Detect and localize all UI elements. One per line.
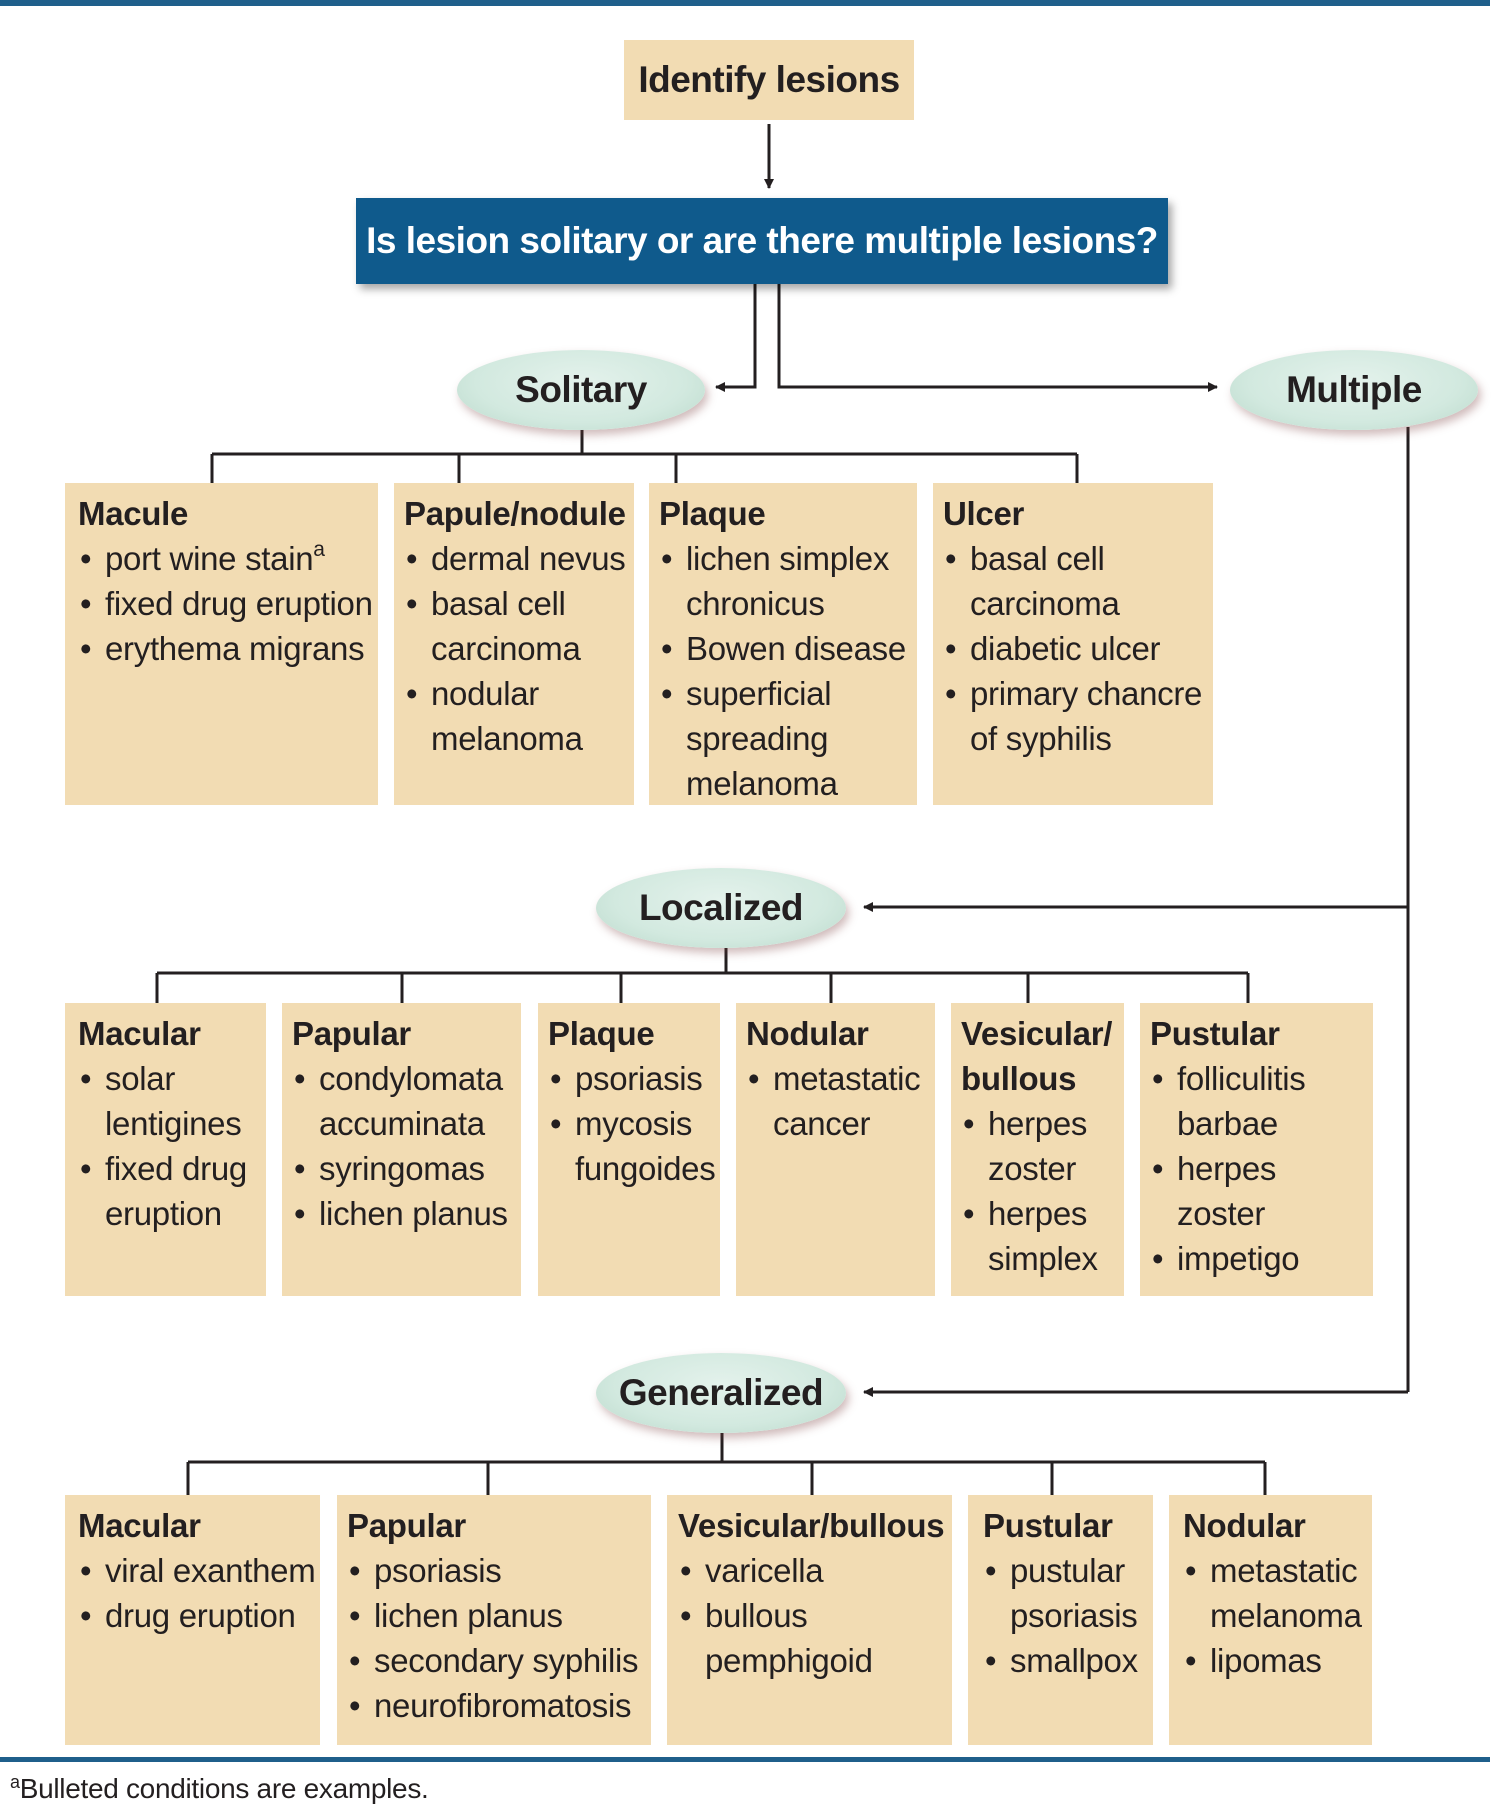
example-list: psoriasis mycosis fungoides	[548, 1056, 720, 1191]
localized-vesicular-bullous-box: Vesicular/ bullous herpes zoster herpes …	[951, 1003, 1124, 1296]
list-item: metastatic cancer	[746, 1056, 935, 1146]
list-item: herpes zoster	[961, 1101, 1120, 1191]
list-item: drug eruption	[78, 1593, 320, 1638]
list-item: viral exanthem	[78, 1548, 320, 1593]
box-title: Macular	[78, 1507, 201, 1544]
list-item: pustular psoriasis	[983, 1548, 1153, 1638]
list-item: secondary syphilis	[347, 1638, 651, 1683]
example-list: viral exanthem drug eruption	[78, 1548, 320, 1638]
example-list: folliculitis barbae herpes zoster impeti…	[1150, 1056, 1373, 1281]
example-list: herpes zoster herpes simplex	[961, 1101, 1120, 1281]
box-title: Papule/nodule	[404, 495, 626, 532]
example-list: lichen simplex chronicus Bowen disease s…	[659, 536, 917, 806]
solitary-or-multiple-question: Is lesion solitary or are there multiple…	[356, 198, 1168, 284]
footnote: aBulleted conditions are examples.	[10, 1773, 429, 1805]
footnote-marker: a	[313, 538, 325, 561]
solitary-node: Solitary	[457, 350, 705, 430]
solitary-plaque-box: Plaque lichen simplex chronicus Bowen di…	[649, 483, 917, 805]
list-item: nodular melanoma	[404, 671, 634, 761]
example-list: pustular psoriasis smallpox	[983, 1548, 1153, 1683]
example-list: basal cell carcinoma diabetic ulcer prim…	[943, 536, 1213, 761]
bottom-rule	[0, 1757, 1490, 1762]
identify-lesions-box: Identify lesions	[624, 40, 914, 120]
list-item: smallpox	[983, 1638, 1153, 1683]
list-item: herpes simplex	[961, 1191, 1120, 1281]
list-item: erythema migrans	[78, 626, 378, 671]
list-item: dermal nevus	[404, 536, 634, 581]
box-title: Macular	[78, 1015, 201, 1052]
list-item: fixed drug eruption	[78, 581, 378, 626]
list-item: lichen planus	[347, 1593, 651, 1638]
example-list: psoriasis lichen planus secondary syphil…	[347, 1548, 651, 1728]
box-title: Macule	[78, 495, 189, 532]
list-item: varicella	[678, 1548, 952, 1593]
list-item: condylomata accuminata	[292, 1056, 521, 1146]
generalized-node: Generalized	[596, 1353, 846, 1433]
top-rule	[0, 0, 1490, 6]
footnote-marker: a	[10, 1772, 20, 1792]
list-item: impetigo	[1150, 1236, 1373, 1281]
box-title: Papular	[347, 1507, 466, 1544]
localized-papular-box: Papular condylomata accuminata syringoma…	[282, 1003, 521, 1296]
footnote-text: Bulleted conditions are examples.	[19, 1773, 429, 1804]
box-title: Nodular	[746, 1015, 869, 1052]
generalized-nodular-box: Nodular metastatic melanoma lipomas	[1169, 1495, 1372, 1745]
localized-node: Localized	[596, 868, 846, 948]
box-title: Pustular	[1150, 1015, 1280, 1052]
list-item: superficial spreading melanoma	[659, 671, 917, 806]
list-item: metastatic melanoma	[1183, 1548, 1372, 1638]
localized-nodular-box: Nodular metastatic cancer	[736, 1003, 935, 1296]
list-item: Bowen disease	[659, 626, 917, 671]
solitary-macule-box: Macule port wine staina fixed drug erupt…	[65, 483, 378, 805]
arrow-to-solitary	[715, 284, 757, 392]
list-item: basal cell carcinoma	[943, 536, 1213, 626]
list-item: syringomas	[292, 1146, 521, 1191]
multiple-node: Multiple	[1230, 350, 1478, 430]
box-title: Pustular	[983, 1507, 1113, 1544]
box-title: Nodular	[1183, 1507, 1306, 1544]
list-item: primary chancre of syphilis	[943, 671, 1213, 761]
list-item: folliculitis barbae	[1150, 1056, 1373, 1146]
list-item: fixed drug eruption	[78, 1146, 266, 1236]
list-item: port wine staina	[78, 536, 378, 581]
list-item: mycosis fungoides	[548, 1101, 720, 1191]
list-item: lipomas	[1183, 1638, 1372, 1683]
box-title: Plaque	[659, 495, 766, 532]
box-title: Vesicular/ bullous	[961, 1015, 1113, 1097]
generalized-papular-box: Papular psoriasis lichen planus secondar…	[337, 1495, 651, 1745]
list-item: psoriasis	[548, 1056, 720, 1101]
example-list: condylomata accuminata syringomas lichen…	[292, 1056, 521, 1236]
arrow-to-multiple	[777, 284, 1218, 392]
localized-macular-box: Macular solar lentigines fixed drug erup…	[65, 1003, 266, 1296]
localized-plaque-box: Plaque psoriasis mycosis fungoides	[538, 1003, 720, 1296]
list-item: basal cell carcinoma	[404, 581, 634, 671]
generalized-pustular-box: Pustular pustular psoriasis smallpox	[968, 1495, 1153, 1745]
solitary-papule-nodule-box: Papule/nodule dermal nevus basal cell ca…	[394, 483, 634, 805]
example-list: solar lentigines fixed drug eruption	[78, 1056, 266, 1236]
list-item: herpes zoster	[1150, 1146, 1373, 1236]
localized-pustular-box: Pustular folliculitis barbae herpes zost…	[1140, 1003, 1373, 1296]
list-item: neurofibromatosis	[347, 1683, 651, 1728]
list-item: psoriasis	[347, 1548, 651, 1593]
box-title: Ulcer	[943, 495, 1025, 532]
solitary-ulcer-box: Ulcer basal cell carcinoma diabetic ulce…	[933, 483, 1213, 805]
list-item: lichen simplex chronicus	[659, 536, 917, 626]
example-list: varicella bullous pemphigoid	[678, 1548, 952, 1683]
example-list: dermal nevus basal cell carcinoma nodula…	[404, 536, 634, 761]
list-item: bullous pemphigoid	[678, 1593, 952, 1683]
generalized-macular-box: Macular viral exanthem drug eruption	[65, 1495, 320, 1745]
example-list: metastatic melanoma lipomas	[1183, 1548, 1372, 1683]
list-item: diabetic ulcer	[943, 626, 1213, 671]
example-list: metastatic cancer	[746, 1056, 935, 1146]
box-title: Plaque	[548, 1015, 655, 1052]
box-title: Vesicular/bullous	[678, 1507, 945, 1544]
box-title: Papular	[292, 1015, 411, 1052]
example-list: port wine staina fixed drug eruption ery…	[78, 536, 378, 671]
list-item: solar lentigines	[78, 1056, 266, 1146]
list-item: lichen planus	[292, 1191, 521, 1236]
generalized-vesicular-bullous-box: Vesicular/bullous varicella bullous pemp…	[667, 1495, 952, 1745]
